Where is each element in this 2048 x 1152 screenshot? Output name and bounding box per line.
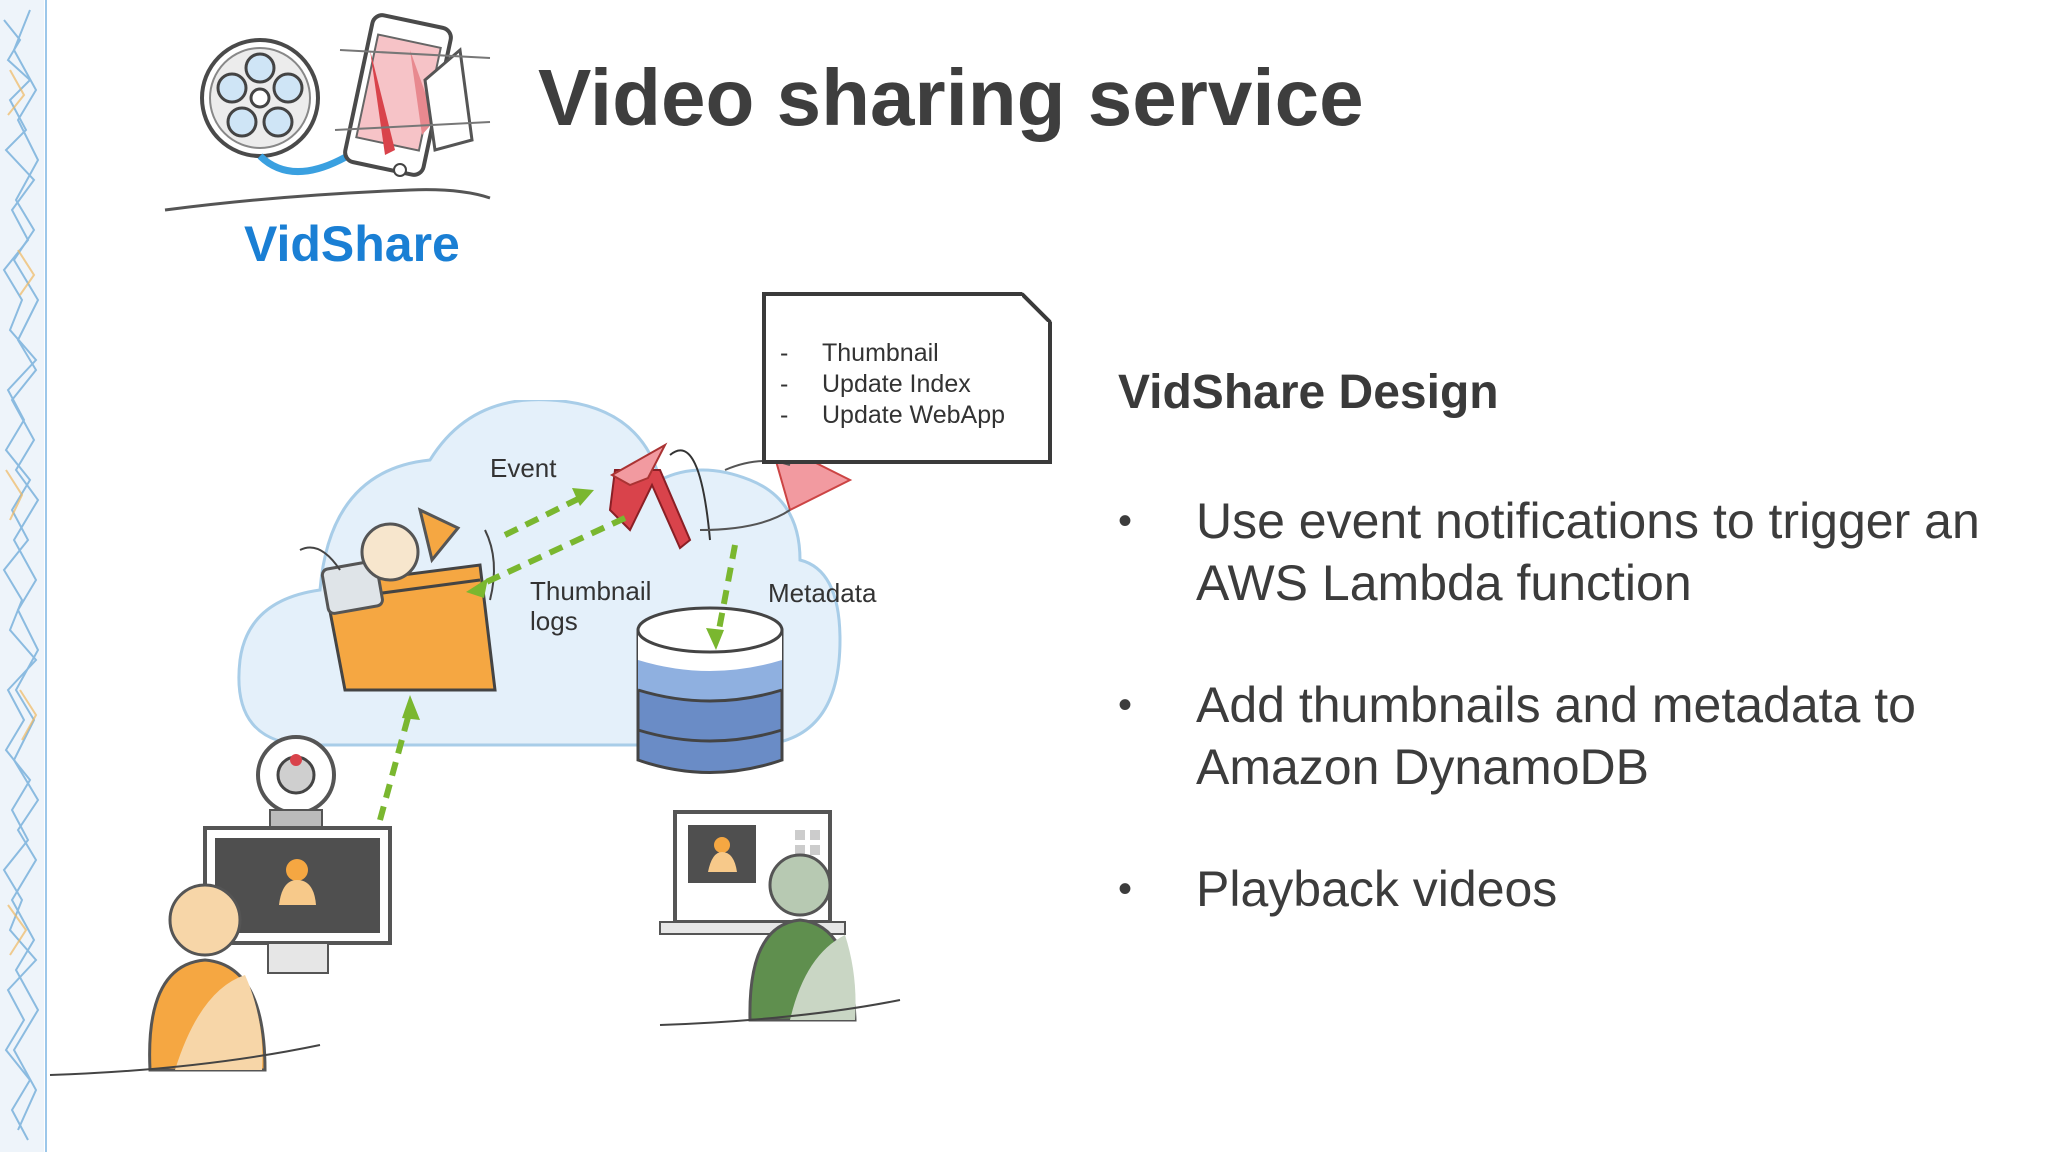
note-folded-corner [1022, 292, 1052, 322]
upload-arrow [377, 709, 413, 821]
flow-arrows [377, 495, 738, 821]
lambda-tasks-note [762, 292, 1052, 464]
lambda-tasks-list: -Thumbnail -Update Index -Update WebApp [780, 338, 1005, 431]
thumbnail-logs-label: Thumbnail logs [530, 576, 652, 636]
bullet-item: •Add thumbnails and metadata to Amazon D… [1118, 674, 2018, 798]
user-icon [49, 883, 321, 1076]
decorative-left-border [0, 0, 47, 1152]
thumbnail-arrow [478, 515, 627, 588]
event-label: Event [490, 453, 557, 483]
database-icon [636, 606, 784, 774]
phone-icon [334, 13, 491, 177]
metadata-label: Metadata [768, 578, 877, 608]
page-title: Video sharing service [538, 53, 1364, 142]
lambda-task-item: -Update Index [780, 370, 971, 398]
vidshare-logo [164, 13, 491, 212]
webcam-icon [256, 735, 336, 829]
bullet-marker: • [1118, 867, 1133, 911]
viewer-user-icon [659, 853, 901, 1026]
bullet-item: •Use event notifications to trigger an A… [1118, 490, 2018, 614]
design-bullet-list: •Use event notifications to trigger an A… [1118, 490, 2018, 980]
bullet-item: •Playback videos [1118, 858, 2018, 920]
design-heading: VidShare Design [1118, 366, 1499, 419]
lambda-task-item: -Thumbnail [780, 339, 939, 367]
event-arrow [503, 495, 582, 538]
bullet-marker: • [1118, 683, 1133, 727]
film-reel-icon [200, 38, 394, 175]
metadata-arrow [715, 544, 738, 636]
brand-name: VidShare [244, 216, 460, 272]
s3-bucket-icon [299, 507, 497, 692]
lambda-task-item: -Update WebApp [780, 401, 1005, 429]
architecture-diagram [49, 400, 901, 1076]
bullet-marker: • [1118, 499, 1133, 543]
